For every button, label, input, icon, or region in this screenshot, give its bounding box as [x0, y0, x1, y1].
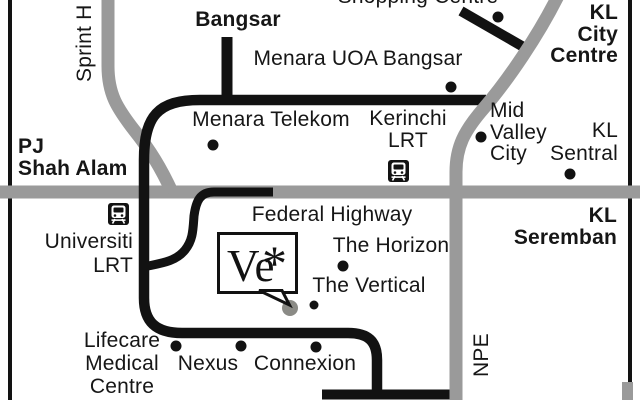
road-label-federal-highway: Federal Highway — [251, 203, 413, 226]
map-border-left — [8, 0, 12, 400]
road-shopping-centre-spur — [458, 6, 530, 54]
marker-menara-uoa-bangsar — [445, 81, 457, 93]
marker-menara-telekom — [207, 139, 219, 151]
marker-shopping-centre — [492, 11, 504, 23]
marker-kl-sentral — [564, 168, 576, 180]
ve-logo-star-icon: * — [262, 235, 287, 291]
marker-lifecare — [170, 340, 182, 352]
landmark-label-menara-uoa-bangsar: Menara UOA Bangsar — [253, 47, 463, 70]
landmark-label-connexion: Connexion — [253, 352, 357, 375]
landmark-label-mid-valley-city: Mid Valley City — [490, 99, 547, 165]
ve-logo-pointer — [258, 289, 293, 309]
ve-logo-text: Ve — [227, 241, 274, 291]
landmark-label-lifecare-medical-centre: Lifecare Medical Centre — [83, 329, 161, 398]
marker-the-vertical — [309, 300, 319, 310]
marker-mid-valley-city — [475, 131, 487, 143]
area-label-kl-seremban: KL Seremban — [513, 204, 617, 249]
area-label-kl-city-centre: KL City Centre — [550, 1, 618, 67]
landmark-label-menara-telekom: Menara Telekom — [192, 108, 350, 131]
ve-logo-box — [217, 232, 298, 294]
marker-nexus — [235, 340, 247, 352]
marker-the-horizon — [337, 260, 349, 272]
road-s-curve — [147, 187, 273, 271]
road-label-npe: NPE — [470, 333, 493, 377]
map-border-right — [628, 0, 632, 400]
landmark-label-kl-sentral: KL Sentral — [550, 119, 618, 165]
landmark-label-the-vertical: The Vertical — [312, 274, 426, 297]
area-label-pj-shah-alam: PJ Shah Alam — [18, 135, 128, 180]
area-label-bangsar: Bangsar — [195, 8, 281, 31]
train-station-icon — [108, 203, 129, 225]
landmark-label-universiti-lrt: Universiti LRT — [44, 230, 133, 277]
landmark-label-nexus: Nexus — [177, 352, 239, 375]
road-npe — [449, 0, 564, 400]
marker-connexion — [310, 341, 322, 353]
landmark-label-the-horizon: The Horizon — [332, 234, 450, 257]
road-black-loop — [138, 94, 486, 393]
road-label-sprint-highway: Sprint H — [73, 4, 96, 82]
landmark-label-shopping-centre: Shopping Centre — [338, 0, 499, 8]
road-sprint-highway — [101, 0, 178, 195]
train-station-icon — [388, 160, 409, 182]
landmark-label-kerinchi-lrt: Kerinchi LRT — [369, 107, 447, 152]
